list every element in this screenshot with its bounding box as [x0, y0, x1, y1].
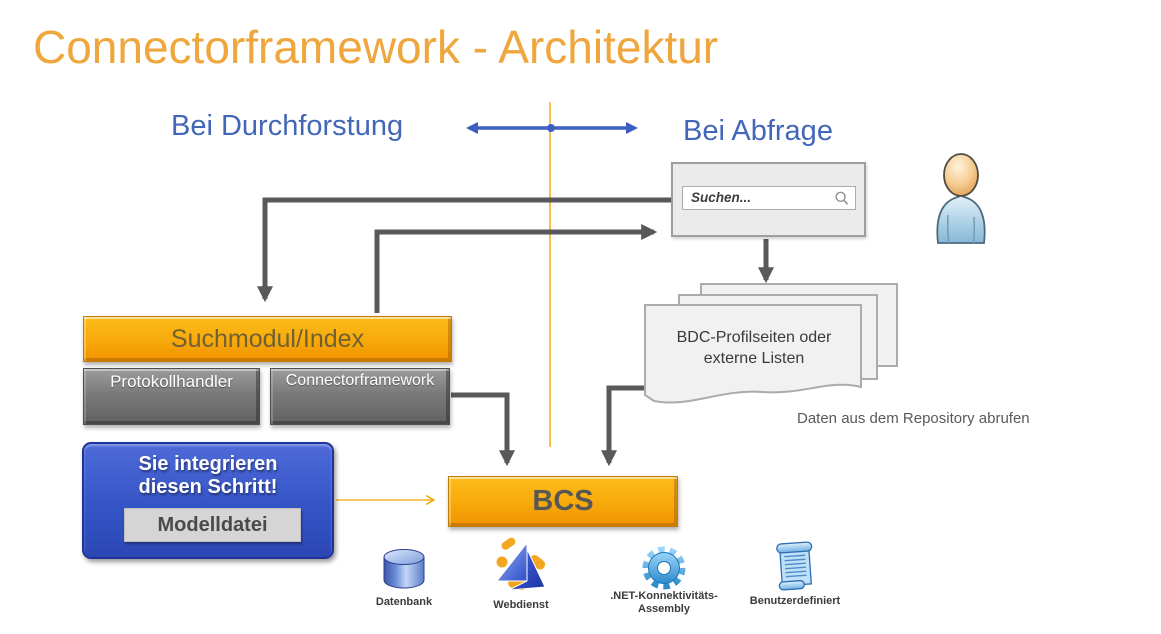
- dotnet-assembly-label-line2: Assembly: [638, 603, 690, 615]
- document-page-front: [644, 304, 862, 404]
- database-icon: [383, 549, 425, 589]
- integration-note-line1: Sie integrieren: [138, 453, 278, 475]
- search-panel: Suchen...: [671, 162, 866, 237]
- protocol-handler-box: Protokollhandler: [83, 368, 260, 425]
- webservice-icon: [495, 537, 546, 591]
- search-module-box: Suchmodul/Index: [83, 316, 452, 362]
- crawl-phase-label: Bei Durchforstung: [171, 110, 404, 142]
- integration-callout-box: Sie integrieren diesen Schritt! Modellda…: [82, 442, 334, 559]
- documents-label: BDC-Profilseiten oder externe Listen: [676, 329, 832, 368]
- arrow-searchmodule-to-searchbox: [374, 223, 658, 313]
- search-placeholder: Suchen...: [691, 190, 752, 205]
- arrow-documents-to-bcs: [600, 385, 644, 467]
- scroll-icon: [776, 541, 813, 591]
- user-person-icon: [936, 153, 986, 244]
- phase-arrow-midpoint-dot: [547, 124, 555, 132]
- arrow-connectorframework-to-bcs: [451, 392, 516, 467]
- database-label: Datenbank: [375, 596, 433, 608]
- dotnet-assembly-label-line1: .NET-Konnektivitäts-: [610, 590, 718, 602]
- custom-source-label: Benutzerdefiniert: [749, 595, 841, 607]
- connector-framework-box: Connectorframework: [270, 368, 450, 425]
- bcs-box: BCS: [448, 476, 678, 527]
- query-phase-label: Bei Abfrage: [683, 115, 833, 147]
- model-file-box: Modelldatei: [124, 508, 301, 542]
- search-icon: [835, 191, 849, 205]
- webservice-label: Webdienst: [493, 599, 549, 611]
- gear-icon: [642, 546, 686, 590]
- repository-note: Daten aus dem Repository abrufen: [797, 410, 1030, 427]
- search-input[interactable]: Suchen...: [682, 186, 856, 210]
- page-title: Connectorframework - Architektur: [33, 21, 719, 73]
- dotnet-assembly-label: .NET-Konnektivitäts- Assembly: [594, 590, 734, 616]
- arrow-searchbox-to-searchmodule: [256, 197, 671, 303]
- integration-note-line2: diesen Schritt!: [138, 476, 278, 499]
